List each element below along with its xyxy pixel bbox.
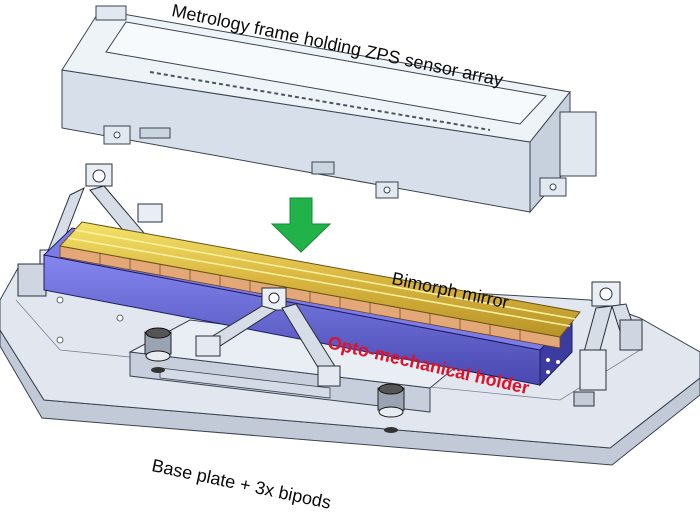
frame-mount-tab bbox=[559, 111, 597, 177]
frame-inner-opening bbox=[105, 21, 547, 125]
adjuster-foot bbox=[384, 427, 398, 433]
adjuster-foot bbox=[151, 367, 165, 373]
sensor-array-line bbox=[149, 71, 491, 131]
metrology-frame bbox=[61, 5, 597, 214]
frame-slot bbox=[311, 161, 335, 175]
carriage-rail bbox=[159, 367, 331, 399]
adjuster-screw bbox=[144, 327, 172, 362]
mirror-stripe bbox=[67, 237, 571, 327]
frame-slot bbox=[139, 127, 171, 139]
holder-end-holes bbox=[546, 358, 560, 374]
mirror-stripe bbox=[74, 229, 576, 320]
assembly-arrow bbox=[270, 197, 332, 253]
bimorph-mirror bbox=[59, 221, 581, 349]
adjuster-screws bbox=[144, 327, 405, 433]
bipod-center bbox=[195, 287, 341, 387]
adjuster-screw bbox=[377, 383, 405, 418]
bipod-right bbox=[573, 281, 643, 407]
frame-top-rim bbox=[95, 5, 127, 21]
